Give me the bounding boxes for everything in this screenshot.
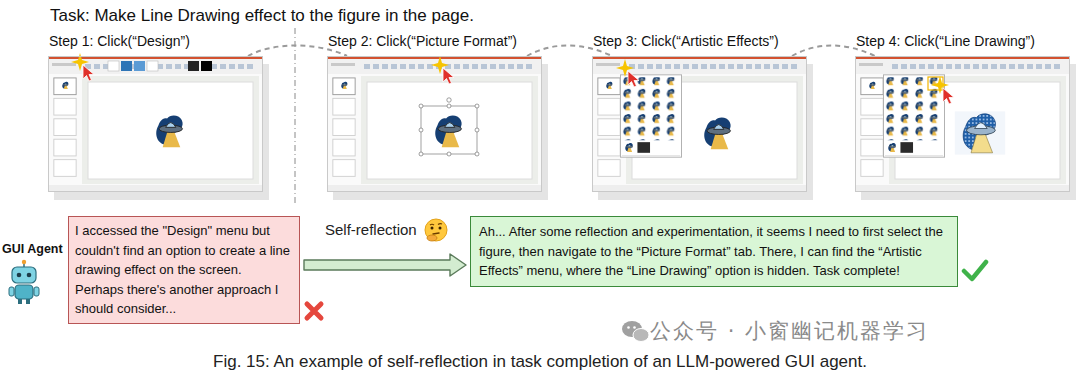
cross-mark [303, 300, 325, 322]
thinking-emoji-part [430, 224, 434, 226]
step-heading: Step 1: Click(“Design”) [49, 33, 190, 49]
robot-icon-part [22, 260, 26, 264]
screenshot-design-part [48, 56, 263, 192]
robot-icon-part [9, 287, 14, 296]
screenshot-design-part [188, 61, 199, 71]
title-text: Task: Make Line Drawing effect to the fi… [50, 6, 474, 26]
thinking-emoji-part [433, 233, 439, 234]
screenshot-step: Step 2: Click(“Picture Format”) [327, 56, 542, 192]
screenshot-step: Step 1: Click(“Design”) [48, 56, 263, 192]
screenshot-picture-format-part [327, 56, 542, 192]
failure-thought-box: I accessed the "Design" menu but couldn'… [68, 216, 300, 324]
caption-text: Fig. 15: An example of self-reflection i… [0, 352, 1080, 372]
reflection-arrow [304, 254, 466, 276]
wechat-icon-part [633, 326, 636, 329]
screenshot-artistic-effects-part [620, 75, 681, 157]
robot-icon-part [12, 267, 36, 283]
screenshot-design-part [147, 61, 158, 71]
wechat-icon-part [633, 329, 649, 342]
robot-icon-part [27, 273, 32, 278]
screenshot-picture-format-part [419, 104, 423, 108]
screenshot-design [48, 53, 269, 200]
screenshot-picture-format-part [447, 152, 451, 156]
robot-icon [9, 260, 39, 304]
screenshot-step: Step 4: Click(“Line Drawing”) [855, 56, 1070, 192]
robot-icon-part [15, 285, 33, 299]
screenshot-picture-format-part [475, 104, 479, 108]
step-heading: Step 2: Click(“Picture Format”) [328, 33, 517, 49]
thinking-emoji-part [438, 223, 442, 225]
screenshot-artistic-effects-part [592, 56, 807, 192]
screenshot-artistic-effects [592, 56, 813, 200]
robot-icon-part [18, 299, 22, 304]
screenshot-picture-format-part [475, 152, 479, 156]
screenshot-artistic-effects-part [704, 117, 730, 149]
thinking-emoji-part [439, 227, 442, 230]
screenshot-line-drawing-part [883, 75, 944, 157]
thinking-emoji-part [427, 235, 437, 241]
screenshot-picture-format-part [447, 104, 451, 108]
cross-mark-part [307, 304, 321, 318]
wechat-icon-part [627, 326, 630, 329]
screenshot-design-part [201, 61, 212, 71]
robot-icon-part [17, 273, 22, 278]
check-mark [961, 259, 989, 283]
screenshot-line-drawing [855, 56, 1076, 200]
thought-text: Ah... After some reflection and experime… [479, 222, 949, 281]
screenshot-picture-format-part [419, 128, 423, 132]
screenshot-line-drawing-part [931, 76, 954, 104]
screenshot-design-part [121, 61, 132, 71]
thinking-emoji [423, 217, 449, 243]
thinking-emoji-part [425, 219, 447, 241]
check-mark-part [964, 262, 986, 279]
screenshot-design-part [108, 61, 119, 71]
screenshot-picture-format-part [421, 106, 477, 154]
screenshot-design-part [134, 61, 145, 71]
edge-label: Self-reflection [323, 221, 419, 239]
screenshot-artistic-effects-part [616, 59, 639, 87]
screenshot-picture-format [327, 56, 548, 200]
screenshot-step: Step 3: Click(“Artistic Effects”) [592, 56, 807, 192]
thought-text: I accessed the "Design" menu but couldn'… [75, 221, 293, 319]
thinking-emoji-part [431, 227, 434, 230]
screenshot-picture-format-part [419, 152, 423, 156]
reflection-thought-box: Ah... After some reflection and experime… [470, 216, 958, 287]
screenshot-picture-format-part [431, 56, 454, 84]
step-heading: Step 3: Click(“Artistic Effects”) [593, 33, 779, 49]
robot-icon-part [34, 287, 39, 296]
agent-label: GUI Agent [2, 242, 63, 257]
screenshot-line-drawing-part [855, 56, 1070, 192]
screenshot-picture-format-part [475, 128, 479, 132]
screenshot-line-drawing-part [955, 111, 1005, 154]
screenshot-picture-format-part [435, 115, 461, 147]
wechat-icon [622, 321, 649, 342]
robot-icon-part [26, 299, 30, 304]
divider-line [295, 28, 296, 204]
screenshot-design-part [71, 53, 94, 81]
watermark: 公众号 · 小窗幽记机器学习 [650, 318, 929, 344]
step-heading: Step 4: Click(“Line Drawing”) [856, 33, 1035, 49]
screenshot-design-part [156, 115, 182, 147]
screenshot-picture-format-part [447, 98, 451, 102]
